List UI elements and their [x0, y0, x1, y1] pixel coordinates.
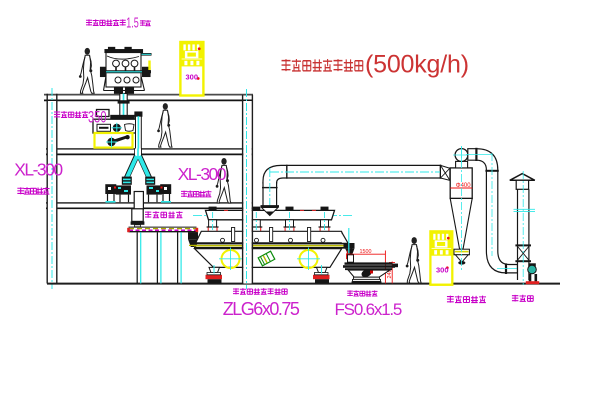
svg-text:300: 300: [186, 73, 199, 82]
svg-text:XL-300: XL-300: [14, 160, 63, 180]
svg-text:FS0.6x1.5: FS0.6x1.5: [335, 300, 402, 319]
svg-text:XL-300: XL-300: [178, 164, 227, 184]
svg-text:1.5: 1.5: [126, 15, 139, 32]
svg-text:300: 300: [436, 266, 449, 275]
svg-text:(500kg/h): (500kg/h): [365, 51, 469, 79]
svg-text:Φ400: Φ400: [456, 183, 471, 189]
svg-text:1500: 1500: [360, 249, 372, 255]
svg-text:ZLG6x0.75: ZLG6x0.75: [223, 299, 300, 319]
svg-text:350: 350: [88, 107, 107, 126]
svg-text:240: 240: [387, 269, 393, 278]
